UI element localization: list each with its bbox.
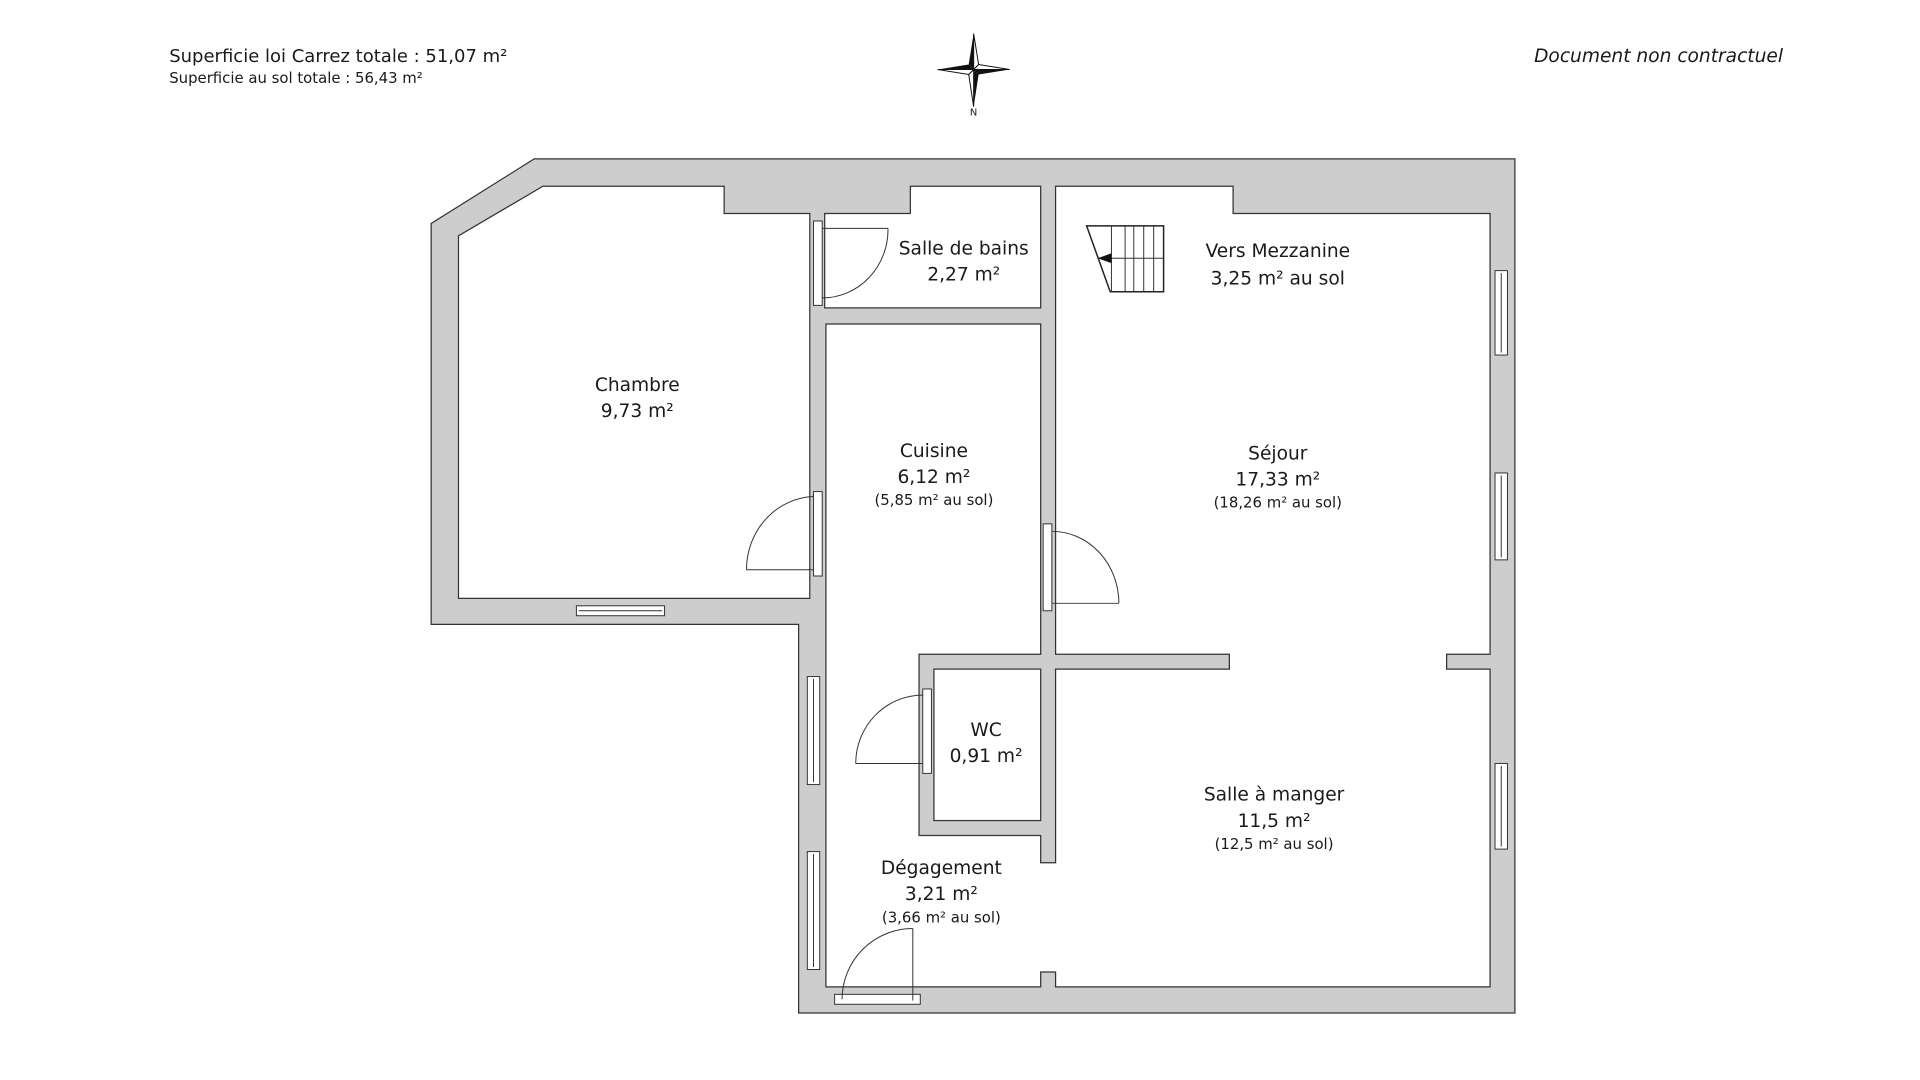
cuisine-area: 6,12 m² (897, 467, 970, 488)
wc-name: WC (970, 720, 1001, 741)
cuisine-name: Cuisine (900, 441, 968, 462)
door-salle-de-bains[interactable] (813, 220, 889, 306)
ground-total: Superficie au sol totale : 56,43 m² (169, 69, 423, 87)
salle-a-manger-ground: (12,5 m² au sol) (1215, 835, 1334, 853)
room-salle-de-bains (824, 185, 1042, 309)
salle-a-manger-area: 11,5 m² (1238, 811, 1311, 832)
carrez-total: Superficie loi Carrez totale : 51,07 m² (169, 46, 507, 67)
chambre-area: 9,73 m² (601, 401, 674, 422)
salle-de-bains-area: 2,27 m² (927, 265, 1000, 286)
mezzanine-area: 3,25 m² au sol (1211, 268, 1345, 289)
degagement-name: Dégagement (881, 858, 1002, 879)
door-sejour[interactable] (1042, 523, 1120, 612)
degagement-area: 3,21 m² (905, 884, 978, 905)
mezzanine-name: Vers Mezzanine (1205, 241, 1350, 262)
door-chambre[interactable] (745, 491, 823, 577)
sejour-ground: (18,26 m² au sol) (1214, 494, 1342, 512)
sejour-name: Séjour (1248, 443, 1308, 464)
room-main-area (825, 185, 1491, 988)
cuisine-ground: (5,85 m² au sol) (874, 491, 993, 509)
room-chambre (457, 185, 811, 599)
compass-north-label: N (970, 107, 977, 118)
stairs-icon (1085, 225, 1165, 293)
salle-a-manger-name: Salle à manger (1204, 785, 1345, 806)
salle-de-bains-name: Salle de bains (899, 238, 1029, 259)
windows (575, 270, 1508, 971)
chambre-name: Chambre (595, 375, 680, 396)
room-wc (933, 668, 1042, 822)
compass-rose-icon (937, 33, 1010, 107)
wc-area: 0,91 m² (950, 746, 1023, 767)
sejour-area: 17,33 m² (1235, 469, 1320, 490)
door-entrance[interactable] (834, 928, 921, 1005)
disclaimer: Document non contractuel (1534, 46, 1784, 67)
degagement-ground: (3,66 m² au sol) (882, 908, 1001, 926)
door-wc[interactable] (855, 688, 932, 774)
